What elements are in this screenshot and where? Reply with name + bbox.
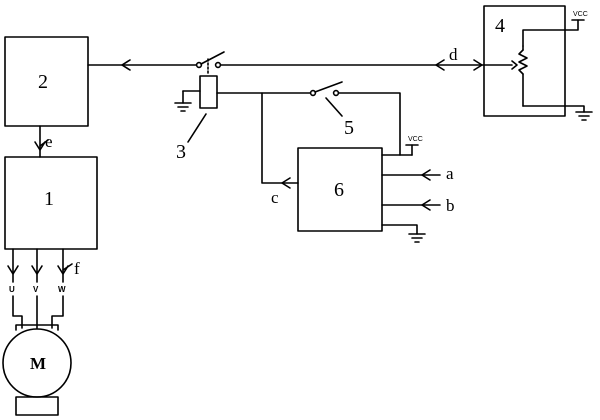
- label-phase-w: W: [58, 285, 66, 294]
- block-4: [483, 5, 566, 117]
- arrow-b: [421, 199, 431, 211]
- switch-5-contact-left: [309, 89, 317, 97]
- leader-f: [62, 263, 73, 271]
- switch-5-contact-right: [332, 89, 340, 97]
- arrow-left-1: [121, 59, 131, 71]
- relay-coil: [199, 75, 218, 109]
- leader-3: [187, 113, 207, 143]
- block-1: [4, 156, 98, 250]
- switch-3-contact-left: [195, 61, 203, 69]
- arrow-a: [421, 169, 431, 181]
- arrow-u: [7, 265, 19, 275]
- label-signal-c: c: [271, 188, 279, 207]
- label-vcc-block6: VCC: [408, 136, 423, 143]
- motor-wire-1: [12, 295, 23, 329]
- leader-e: [39, 139, 49, 147]
- motor-base: [15, 396, 59, 416]
- label-signal-a: a: [446, 164, 454, 183]
- arrow-c: [281, 177, 291, 189]
- label-block-4: 4: [495, 15, 505, 37]
- label-phase-u: U: [9, 285, 15, 294]
- label-vcc-top: VCC: [573, 11, 588, 18]
- pot-ground-wire: [522, 105, 585, 113]
- switch-5-blade: [314, 81, 343, 93]
- vcc-top-wire: [522, 19, 579, 47]
- label-phase-v: V: [33, 285, 39, 294]
- label-block-6: 6: [334, 179, 344, 201]
- label-block-1: 1: [44, 188, 54, 210]
- switch-5-output: [338, 92, 401, 156]
- label-signal-f: f: [74, 259, 80, 278]
- switch-3-blade: [200, 51, 225, 65]
- motor-wire-3: [51, 295, 64, 329]
- arrow-right-d: [473, 59, 483, 71]
- line-c: [261, 92, 299, 184]
- label-signal-d: d: [449, 45, 458, 64]
- label-motor: M: [30, 354, 46, 373]
- label-block-3: 3: [176, 141, 186, 163]
- pot-wiper-arrow: [511, 60, 518, 70]
- arrow-v: [31, 265, 43, 275]
- label-block-2: 2: [38, 71, 48, 93]
- ground-6-wire: [381, 224, 418, 235]
- label-signal-b: b: [446, 196, 455, 215]
- block-6: [297, 147, 383, 232]
- arrow-e: [34, 141, 46, 151]
- arrow-left-d: [435, 59, 445, 71]
- leader-5: [325, 97, 343, 117]
- block-2: [4, 36, 89, 127]
- label-signal-e: e: [45, 132, 53, 151]
- label-block-5: 5: [344, 117, 354, 139]
- pot-resistor: [518, 49, 528, 75]
- motor-housing: [15, 324, 59, 331]
- switch-3-contact-right: [214, 61, 222, 69]
